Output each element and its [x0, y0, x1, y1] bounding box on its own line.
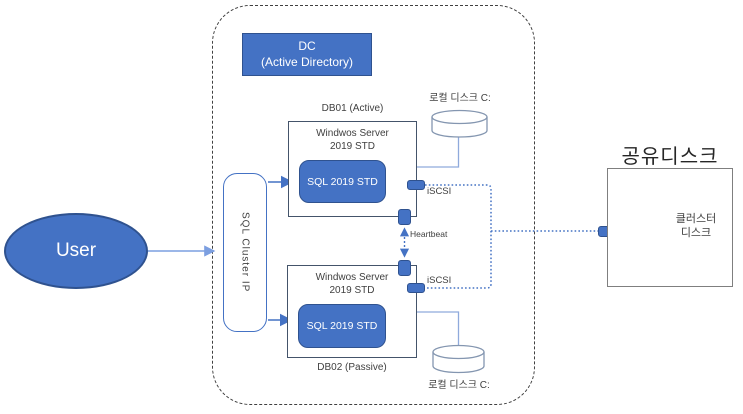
db02-local-disk-label: 로컬 디스크 C:	[428, 380, 490, 391]
user-ellipse: User	[4, 213, 148, 289]
dc-label-line2: (Active Directory)	[260, 54, 353, 69]
db02-heartbeat-port	[398, 260, 411, 276]
db01-iscsi-port	[407, 180, 425, 190]
local-disk1-cylinder	[431, 109, 488, 138]
db01-sql-label: SQL 2019 STD	[307, 175, 378, 188]
db02-sql-box: SQL 2019 STD	[298, 304, 386, 348]
sql-cluster-ip-label: SQL Cluster IP	[239, 212, 251, 293]
shared-disk-box	[607, 168, 733, 287]
cluster-disk-line1: 클러스터	[675, 213, 717, 225]
db02-caption: DB02 (Passive)	[317, 362, 387, 373]
db01-caption: DB01 (Active)	[321, 103, 384, 114]
db02-sql-label: SQL 2019 STD	[306, 320, 378, 332]
cluster-disk-label: 클러스터 디스크	[672, 213, 720, 241]
iscsi-dotted-loop	[425, 184, 492, 289]
db01-local-disk-label: 로컬 디스크 C:	[429, 93, 491, 104]
dc-box: DC (Active Directory)	[242, 33, 372, 76]
db02-iscsi-port	[407, 283, 425, 293]
local-disk2-connector	[417, 311, 460, 348]
db02-os-line2: 2019 STD	[329, 285, 375, 296]
db01-heartbeat-port	[398, 209, 411, 225]
local-disk1-connector	[417, 133, 460, 168]
heartbeat-label: Heartbeat	[410, 229, 448, 239]
db01-os-label: Windwos Server 2019 STD	[289, 127, 416, 153]
db02-os-label: Windwos Server 2019 STD	[288, 271, 416, 297]
cluster-disk-line2: 디스크	[680, 226, 712, 239]
db01-iscsi-label: iSCSI	[427, 186, 452, 197]
db01-os-line2: 2019 STD	[329, 141, 376, 152]
db02-iscsi-label: iSCSI	[427, 275, 452, 286]
local-disk2-cylinder	[432, 344, 485, 374]
sql-cluster-ip-box: SQL Cluster IP	[223, 173, 267, 332]
cluster-boundary	[212, 5, 535, 405]
dc-label-line1: DC	[298, 38, 316, 53]
shared-disk-title: 공유디스크	[621, 146, 719, 168]
db02-os-line1: Windwos Server	[315, 272, 389, 283]
user-label: User	[55, 240, 97, 261]
db01-os-line1: Windwos Server	[316, 128, 389, 139]
db01-sql-box: SQL 2019 STD	[299, 160, 386, 203]
